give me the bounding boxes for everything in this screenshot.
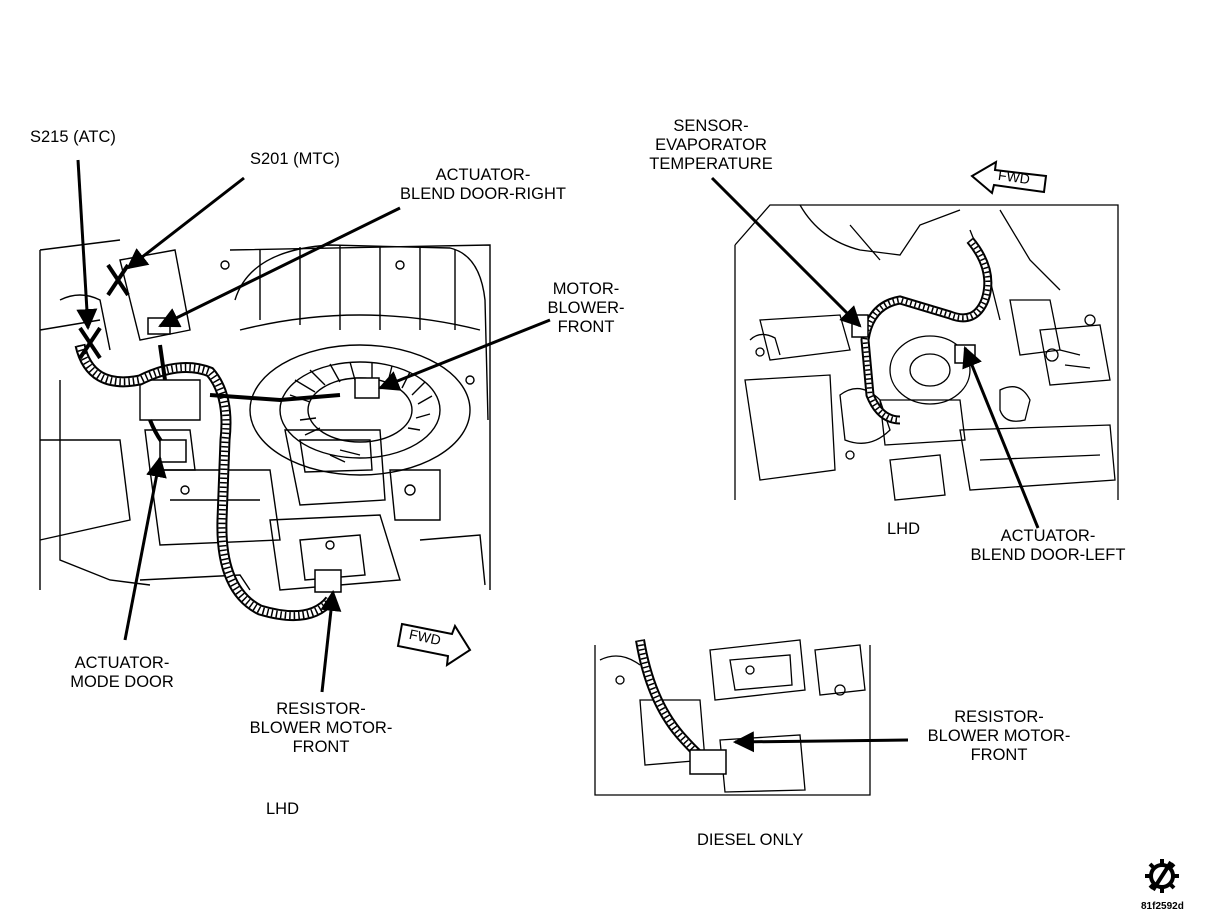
callout-line: RESISTOR- (954, 708, 1044, 726)
right-view-label: LHD (887, 520, 921, 538)
callout-actuator-blend-door-right: ACTUATOR- BLEND DOOR-RIGHT (393, 166, 573, 204)
callout-line: ACTUATOR- (435, 166, 531, 184)
inset-leaders (732, 731, 909, 753)
callout-line: MODE DOOR (70, 673, 174, 691)
callout-line: MOTOR- (552, 280, 620, 298)
callout-line: RESISTOR- (276, 700, 366, 718)
callout-line: TEMPERATURE (649, 155, 773, 173)
callout-line: ACTUATOR- (1000, 527, 1096, 545)
callout-resistor-blower-motor-front: RESISTOR- BLOWER MOTOR- FRONT (240, 700, 402, 757)
right-leaders (710, 176, 1040, 529)
callout-line: BLEND DOOR-RIGHT (400, 185, 566, 203)
callout-s215: S215 (ATC) (30, 128, 116, 146)
callout-motor-blower-front: MOTOR- BLOWER- FRONT (538, 280, 634, 337)
left-wire-harness (74, 263, 380, 622)
callout-actuator-blend-door-left: ACTUATOR- BLEND DOOR-LEFT (958, 527, 1138, 565)
right-wire-harness (851, 237, 993, 425)
callout-s201: S201 (MTC) (250, 150, 340, 168)
callout-line: ACTUATOR- (74, 654, 170, 672)
left-leaders (76, 159, 551, 693)
callout-line: BLOWER MOTOR- (249, 719, 393, 737)
right-hvac-drawing (734, 204, 1119, 501)
callout-line: BLOWER MOTOR- (927, 727, 1071, 745)
callout-line: FRONT (292, 738, 350, 756)
right-fwd-arrow (970, 160, 1048, 195)
callout-line: FRONT (557, 318, 615, 336)
callout-actuator-mode-door: ACTUATOR- MODE DOOR (60, 654, 184, 692)
figure-code: 81f2592d (1141, 901, 1184, 912)
inset-wire-harness (635, 639, 727, 775)
left-fwd-arrow (396, 622, 472, 667)
callout-line: SENSOR- (673, 117, 749, 135)
callout-line: BLEND DOOR-LEFT (970, 546, 1126, 564)
left-hvac-drawing (39, 239, 491, 591)
inset-drawing (594, 639, 871, 796)
inset-view-label: DIESEL ONLY (697, 831, 804, 849)
callout-line: EVAPORATOR (655, 136, 767, 154)
callout-line: BLOWER- (547, 299, 625, 317)
left-view-label: LHD (266, 800, 300, 818)
callout-line: FRONT (970, 746, 1028, 764)
callout-sensor-evaporator-temperature: SENSOR- EVAPORATOR TEMPERATURE (636, 117, 786, 174)
callout-inset-resistor-blower-motor-front: RESISTOR- BLOWER MOTOR- FRONT (916, 708, 1082, 765)
gear-slashed-icon (1145, 859, 1179, 893)
